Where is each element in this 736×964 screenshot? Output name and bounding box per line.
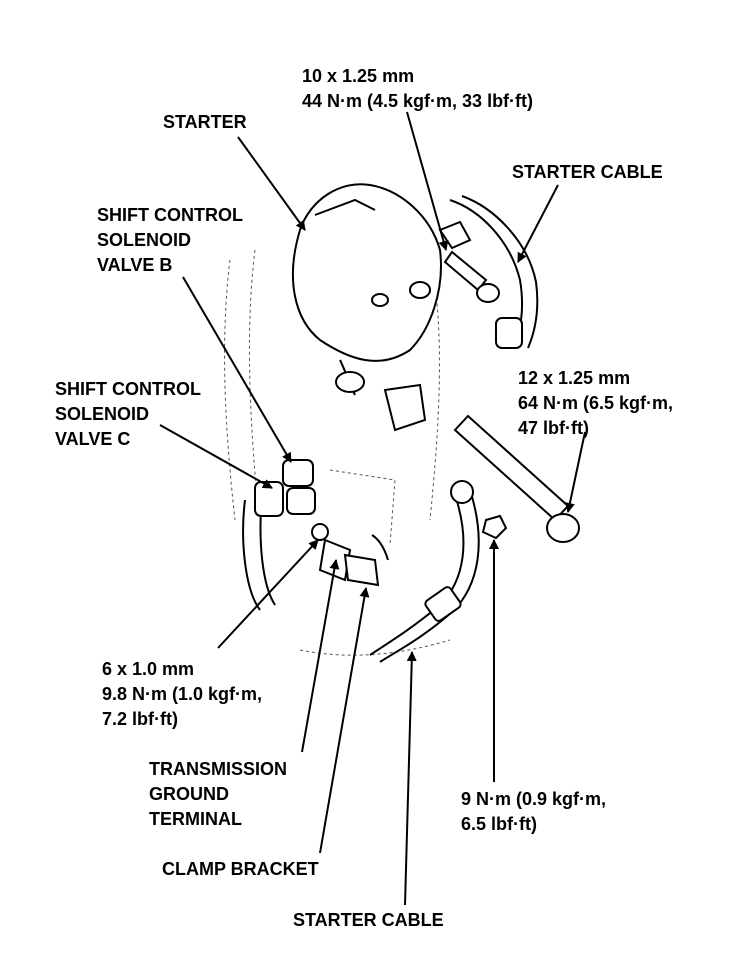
- label-ground-terminal-line3: TERMINAL: [149, 809, 242, 829]
- label-nut-right: 9 N·m (0.9 kgf·m, 6.5 lbf·ft): [461, 787, 606, 837]
- leader-solenoid-b: [182, 276, 292, 463]
- starter-cable-upper: [438, 195, 539, 349]
- label-bolt-small-size: 6 x 1.0 mm: [102, 659, 195, 679]
- shift-control-solenoid-valves: [242, 459, 316, 611]
- starter-cable-lower: [369, 480, 508, 663]
- leader-solenoid-c: [159, 424, 273, 489]
- label-solenoid-c-line1: SHIFT CONTROL: [55, 379, 201, 399]
- label-solenoid-b-line2: SOLENOID: [97, 230, 192, 250]
- label-nut-right-torque-lbf: 6.5 lbf·ft): [461, 814, 537, 834]
- label-solenoid-c: SHIFT CONTROL SOLENOID VALVE C: [55, 377, 201, 452]
- label-bolt-top-torque: 44 N·m (4.5 kgf·m, 33 lbf·ft): [302, 91, 534, 111]
- label-ground-terminal-line2: GROUND: [149, 784, 229, 804]
- leader-bolt-top: [406, 111, 449, 251]
- label-bolt-small: 6 x 1.0 mm 9.8 N·m (1.0 kgf·m, 7.2 lbf·f…: [102, 657, 262, 732]
- label-nut-right-torque: 9 N·m (0.9 kgf·m,: [461, 789, 607, 809]
- label-starter-cable-top: STARTER CABLE: [512, 160, 663, 185]
- leader-clamp-bracket: [319, 587, 370, 854]
- bolt-10x1-25: [443, 250, 500, 303]
- label-ground-terminal: TRANSMISSION GROUND TERMINAL: [149, 757, 287, 832]
- label-solenoid-c-line3: VALVE C: [55, 429, 131, 449]
- leader-starter-cable-bottom: [404, 651, 417, 906]
- leader-starter-cable-top: [517, 184, 559, 263]
- label-starter-cable-bottom: STARTER CABLE: [293, 908, 444, 933]
- label-bolt-right-torque: 64 N·m (6.5 kgf·m,: [518, 393, 674, 413]
- label-solenoid-b-line1: SHIFT CONTROL: [97, 205, 243, 225]
- label-bolt-top-size: 10 x 1.25 mm: [302, 66, 415, 86]
- label-bolt-top: 10 x 1.25 mm 44 N·m (4.5 kgf·m, 33 lbf·f…: [302, 64, 533, 114]
- label-solenoid-c-line2: SOLENOID: [55, 404, 150, 424]
- leader-lines: [159, 111, 586, 906]
- label-bolt-small-torque: 9.8 N·m (1.0 kgf·m,: [102, 684, 263, 704]
- starter-motor: [291, 183, 442, 396]
- label-solenoid-b-line3: VALVE B: [97, 255, 173, 275]
- label-bolt-right-size: 12 x 1.25 mm: [518, 368, 631, 388]
- label-clamp-bracket-text: CLAMP BRACKET: [162, 859, 319, 879]
- label-starter-cable-bottom-text: STARTER CABLE: [293, 910, 444, 930]
- label-bolt-right-torque-lbf: 47 lbf·ft): [518, 418, 589, 438]
- label-starter-cable-top-text: STARTER CABLE: [512, 162, 663, 182]
- label-ground-terminal-line1: TRANSMISSION: [149, 759, 288, 779]
- label-starter: STARTER: [163, 110, 247, 135]
- leader-ground-terminal: [301, 559, 340, 753]
- label-starter-text: STARTER: [163, 112, 247, 132]
- leader-bolt-right: [564, 431, 586, 513]
- leader-starter: [237, 136, 306, 231]
- label-bolt-small-torque-lbf: 7.2 lbf·ft): [102, 709, 178, 729]
- label-solenoid-b: SHIFT CONTROL SOLENOID VALVE B: [97, 203, 243, 278]
- label-clamp-bracket: CLAMP BRACKET: [162, 857, 319, 882]
- clamp-bracket-assembly: [311, 383, 427, 587]
- leader-bolt-small: [217, 539, 319, 649]
- label-bolt-right: 12 x 1.25 mm 64 N·m (6.5 kgf·m, 47 lbf·f…: [518, 366, 673, 441]
